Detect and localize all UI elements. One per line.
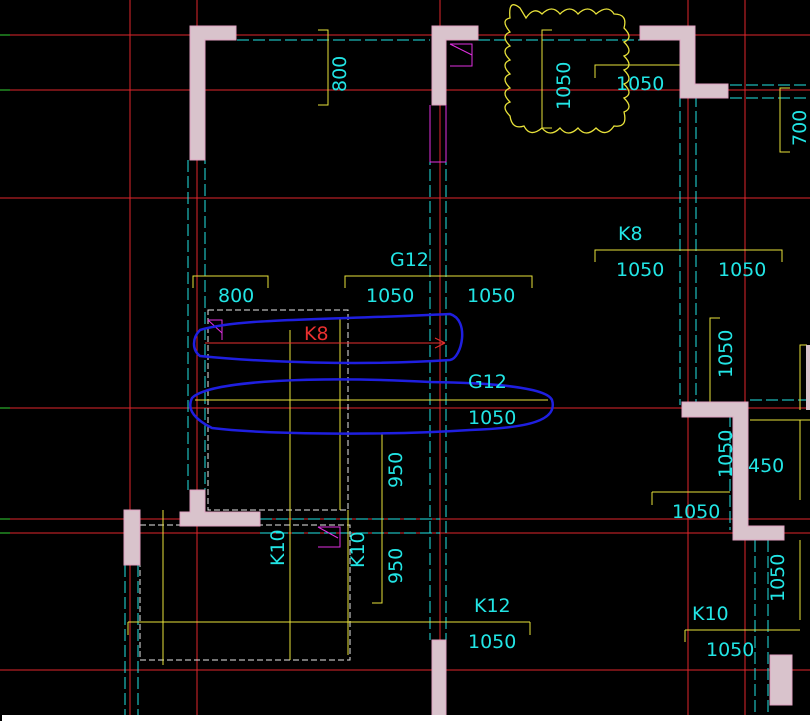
beam-k10-b: K10 (347, 531, 369, 568)
dim-1050-top-right: 1050 (616, 73, 664, 95)
dim-1050-k10-right: 1050 (706, 639, 754, 661)
dim-1050-g12-b: 1050 (467, 285, 515, 307)
dim-700: 700 (789, 110, 810, 146)
dim-1050-cloud: 1050 (553, 62, 575, 110)
revision-cloud (504, 4, 630, 134)
dim-800-mid: 800 (218, 285, 254, 307)
beam-k8-red: K8 (304, 323, 329, 345)
dim-1050-right-v2: 1050 (715, 430, 737, 478)
markup-ellipse-k8 (192, 312, 464, 365)
dim-950-a: 950 (385, 452, 407, 488)
beam-k12: K12 (474, 595, 511, 617)
dim-1050-right-v: 1050 (715, 330, 737, 378)
yellow-lines (127, 318, 810, 665)
dim-1050-k12: 1050 (468, 631, 516, 653)
beam-k10-a: K10 (267, 529, 289, 566)
beam-g12-top: G12 (390, 249, 429, 271)
dim-1050-right-bottom: 1050 (672, 501, 720, 523)
beam-k10-right: K10 (692, 603, 729, 625)
red-beam-line (205, 337, 446, 349)
command-line-strip[interactable] (2, 715, 810, 721)
dim-1050-g12-a: 1050 (366, 285, 414, 307)
beam-g12-mid: G12 (468, 371, 507, 393)
dim-1050-g12-mid: 1050 (468, 407, 516, 429)
dim-1050-k8-a: 1050 (616, 259, 664, 281)
dimension-brackets (192, 29, 807, 604)
structural-columns (123, 25, 810, 721)
dim-1050-k8-b: 1050 (718, 259, 766, 281)
dim-450: 450 (748, 455, 784, 477)
dim-950-b: 950 (385, 548, 407, 584)
markup-ellipse-g12 (189, 378, 555, 435)
beam-k8-right: K8 (618, 223, 643, 245)
dim-1050-far-right-v: 1050 (767, 554, 789, 602)
axis-ticks (0, 34, 10, 534)
dim-800-top: 800 (329, 56, 351, 92)
wall-dashed-lines (124, 39, 810, 721)
